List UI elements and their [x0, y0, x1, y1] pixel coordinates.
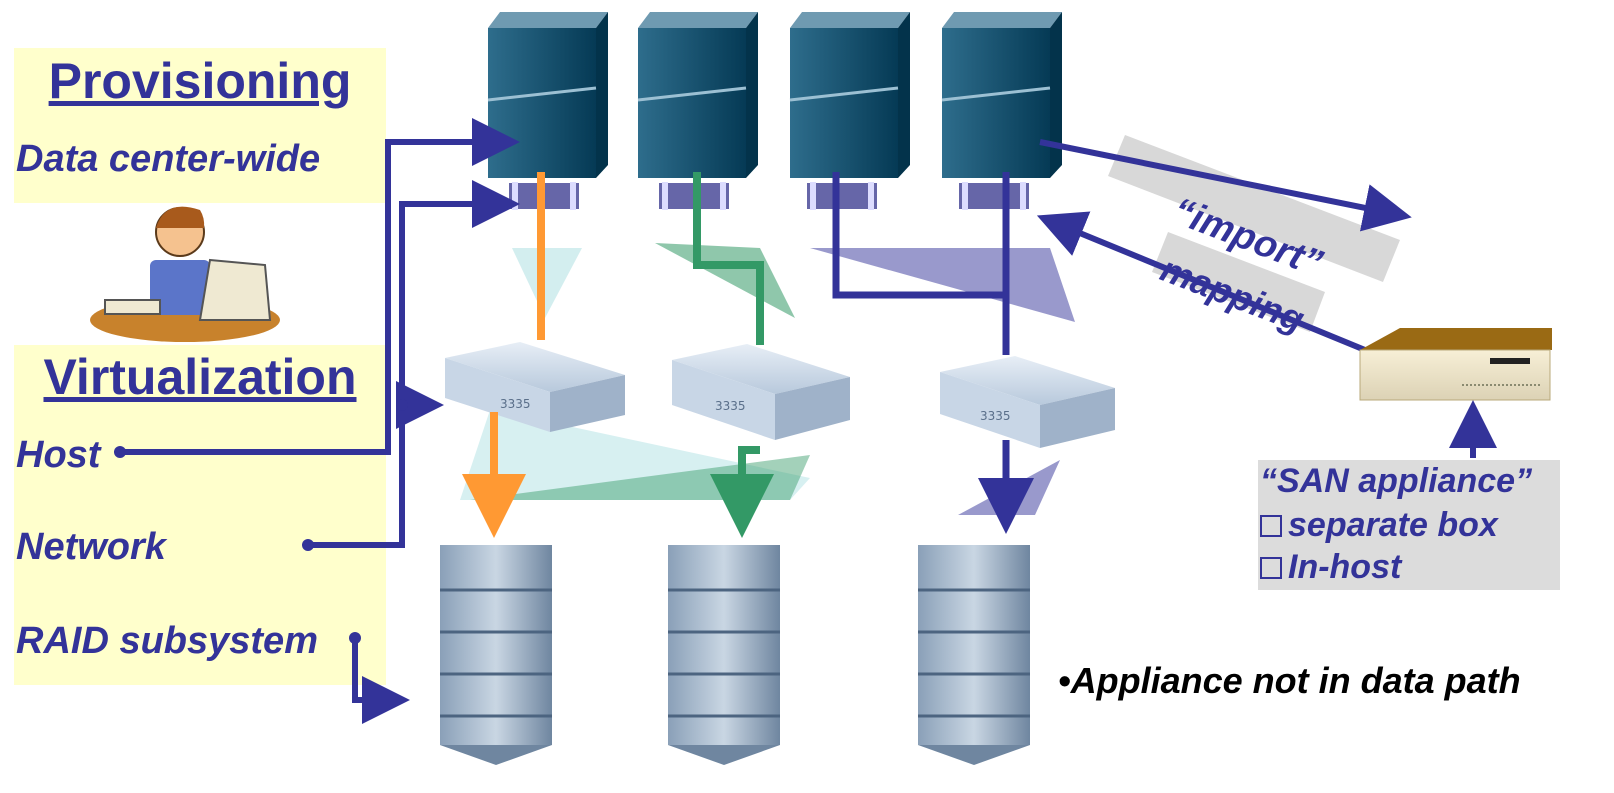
option-label: In-host	[1288, 548, 1402, 586]
green-path	[693, 172, 764, 345]
provisioning-scope: Data center-wide	[16, 138, 321, 180]
provisioning-heading: Provisioning	[48, 53, 352, 109]
svg-text:3335: 3335	[500, 397, 531, 411]
hba-card	[957, 181, 1031, 211]
appliance-note: •Appliance not in data path	[1058, 660, 1521, 701]
server-tower-icon	[941, 12, 1062, 178]
raid-connector	[352, 638, 410, 724]
flow-fan-1	[512, 248, 582, 318]
person-at-computer-icon	[90, 206, 280, 342]
host-connector	[120, 118, 520, 455]
network-switch-icon: 3335	[445, 342, 625, 432]
option-label: separate box	[1288, 506, 1498, 544]
checkbox-icon	[1260, 514, 1282, 537]
network-switch-icon: 3335	[940, 356, 1115, 448]
appliance-info-box	[1258, 460, 1560, 590]
storage-array-icon	[668, 545, 780, 765]
import-arrow	[1039, 139, 1412, 232]
appliance-option-separate: separate box	[1260, 506, 1498, 545]
storage-array-icon	[440, 545, 552, 765]
provisioning-panel	[14, 48, 386, 203]
server-tower-icon	[487, 12, 608, 178]
server-tower-icon	[637, 12, 758, 178]
hba-card	[805, 181, 879, 211]
virtualization-item-raid: RAID subsystem	[16, 620, 318, 662]
virtualization-heading: Virtualization	[43, 349, 357, 405]
blue-path-a	[832, 172, 1006, 299]
san-appliance-icon	[1359, 328, 1552, 401]
checkbox-icon	[1260, 556, 1282, 579]
mapping-band	[1152, 232, 1325, 332]
flow-fan-2	[655, 243, 795, 318]
virtualization-item-network: Network	[16, 526, 166, 568]
flow-fan-3	[810, 248, 1075, 322]
appliance-title: “SAN appliance”	[1260, 462, 1533, 500]
svg-text:3335: 3335	[980, 409, 1011, 423]
network-connector	[308, 180, 520, 548]
virtualization-panel	[14, 345, 386, 685]
network-switch-icon: 3335	[672, 344, 850, 440]
server-tower-icon	[789, 12, 910, 178]
green-path-down	[710, 446, 774, 538]
mapping-arrow	[1036, 211, 1367, 353]
svg-text:3335: 3335	[715, 399, 746, 413]
storage-array-icon	[918, 545, 1030, 765]
appliance-option-inhost: In-host	[1260, 548, 1401, 587]
virtualization-item-host: Host	[16, 434, 101, 476]
